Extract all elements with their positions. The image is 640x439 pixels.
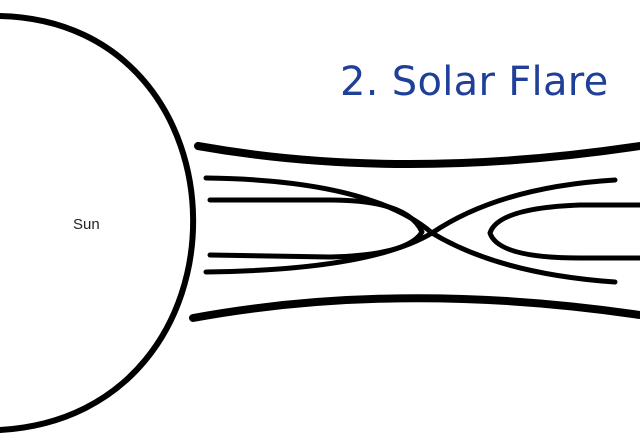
reconnecting-line-bottom-left (206, 233, 432, 272)
sun-label: Sun (73, 216, 100, 234)
plasmoid-loop-right (490, 205, 640, 258)
outer-field-line-top (198, 146, 640, 164)
closed-loop-left (210, 200, 422, 257)
outer-field-line-bottom (193, 298, 640, 318)
slide-title: 2. Solar Flare (340, 58, 609, 106)
reconnecting-line-top-left (206, 178, 432, 233)
